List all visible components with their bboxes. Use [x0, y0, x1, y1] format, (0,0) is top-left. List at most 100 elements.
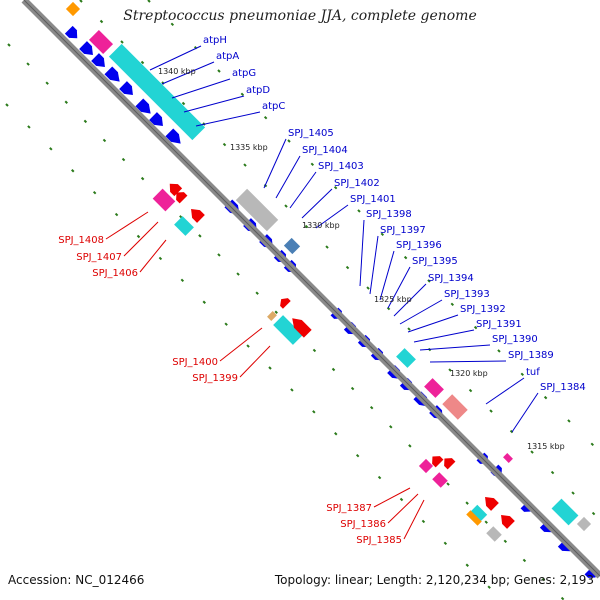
scale-label: 1335 kbp	[230, 143, 268, 152]
tick-mark	[571, 491, 575, 495]
tick-mark	[217, 69, 221, 73]
gene-orange-top-body	[65, 1, 81, 17]
tick-mark	[181, 101, 186, 106]
tick-mark	[590, 442, 594, 446]
tick-mark	[541, 577, 546, 582]
scale-label: 1330 kbp	[302, 221, 340, 230]
gene-label-spj_1394: SPJ_1394	[428, 273, 474, 284]
forward-gene-4-body	[104, 66, 120, 82]
gene-salmon	[442, 394, 468, 420]
rev-pink-2-body	[418, 458, 434, 474]
leader-spj_1398	[359, 219, 365, 287]
tick-mark	[310, 162, 315, 167]
tick-mark	[591, 511, 596, 516]
gene-cyan-small	[396, 348, 416, 368]
rev-orange-body	[466, 510, 482, 526]
tick-mark	[140, 176, 145, 181]
forward-gene-5	[119, 81, 133, 95]
reverse-gene-9	[501, 515, 515, 529]
map-title: Streptococcus pneumoniae JJA, complete g…	[123, 8, 477, 24]
leader-spj_1392	[407, 314, 459, 333]
gene-pink-tiny-body	[503, 453, 513, 463]
reverse-gene-2	[191, 209, 205, 223]
label-leader-lines	[105, 45, 539, 540]
gene-pink-top	[88, 29, 114, 55]
tick-mark	[443, 541, 448, 546]
leader-atpg	[171, 78, 231, 99]
gene-label-spj_1389: SPJ_1389	[508, 350, 554, 361]
tick-mark	[366, 286, 370, 290]
leader-spj_1403	[289, 171, 317, 209]
tick-mark	[357, 209, 361, 213]
gene-gray-right	[576, 516, 592, 532]
leader-spj_1399	[239, 345, 271, 378]
gene-cyan-right	[551, 498, 579, 526]
leader-spj_1404	[275, 155, 301, 199]
gene-label-spj_1393: SPJ_1393	[444, 289, 490, 300]
tick-mark	[377, 475, 382, 480]
gene-label-spj_1407: SPJ_1407	[76, 252, 122, 263]
forward-gene-6-body	[135, 98, 151, 114]
leader-spj_1394	[393, 283, 427, 317]
tick-mark	[465, 501, 469, 505]
forward-gene-8-body	[165, 128, 181, 144]
tick-mark	[99, 19, 104, 24]
forward-gene-6	[135, 98, 151, 114]
reverse-gene-9-body	[501, 515, 515, 529]
forward-gene-7	[149, 112, 163, 126]
tick-mark	[268, 366, 272, 370]
gene-label-spj_1395: SPJ_1395	[412, 256, 458, 267]
rev-gray	[486, 526, 502, 542]
gene-label-spj_1400: SPJ_1400	[172, 357, 218, 368]
tick-mark	[27, 125, 31, 129]
rev-pink-3-body	[432, 472, 448, 488]
reverse-gene-7	[432, 456, 444, 468]
tick-mark	[497, 349, 501, 353]
tick-mark	[355, 453, 360, 458]
reverse-gene-1	[169, 183, 183, 197]
gene-label-atpa: atpA	[216, 51, 239, 62]
scale-label: 1340 kbp	[158, 67, 196, 76]
tick-mark	[334, 432, 338, 436]
leader-atpc	[195, 111, 261, 127]
rev-tan	[267, 311, 277, 321]
genome-backbone	[21, 0, 600, 579]
tick-mark	[325, 245, 329, 249]
tick-mark	[274, 310, 278, 314]
tick-mark	[45, 81, 49, 85]
leader-spj_1406	[139, 239, 167, 273]
tick-mark	[140, 60, 145, 65]
tick-mark	[331, 367, 336, 372]
leader-spj_1400	[219, 327, 263, 362]
reverse-gene-4	[280, 298, 291, 309]
leader-spj_1408	[105, 211, 149, 240]
forward-gene-2	[79, 41, 93, 55]
tick-mark	[350, 386, 355, 391]
gene-label-spj_1391: SPJ_1391	[476, 319, 522, 330]
gene-label-spj_1384: SPJ_1384	[540, 382, 586, 393]
tick-mark	[222, 142, 227, 147]
tick-mark	[484, 520, 488, 524]
leader-spj_1385	[403, 499, 425, 540]
forward-gene-3	[91, 53, 105, 67]
rev-pink-2	[418, 458, 434, 474]
gene-label-atpc: atpC	[262, 101, 285, 112]
leader-spj_1384	[511, 392, 539, 433]
forward-gene-2-body	[79, 41, 93, 55]
atp-operon-body	[108, 43, 206, 141]
tick-mark	[202, 300, 206, 304]
gene-label-spj_1404: SPJ_1404	[302, 145, 348, 156]
leader-tuf	[485, 377, 525, 405]
gene-pink-1	[424, 378, 444, 398]
tick-mark	[421, 519, 426, 524]
gene-label-spj_1408: SPJ_1408	[58, 235, 104, 246]
gene-label-spj_1397: SPJ_1397	[380, 225, 426, 236]
leader-spj_1393	[399, 299, 443, 325]
tick-mark	[345, 265, 350, 270]
forward-gene-1	[64, 25, 78, 39]
tick-mark	[380, 232, 385, 237]
tick-mark	[236, 272, 240, 276]
reverse-gene-8-body	[485, 497, 499, 511]
tick-mark	[399, 497, 404, 502]
